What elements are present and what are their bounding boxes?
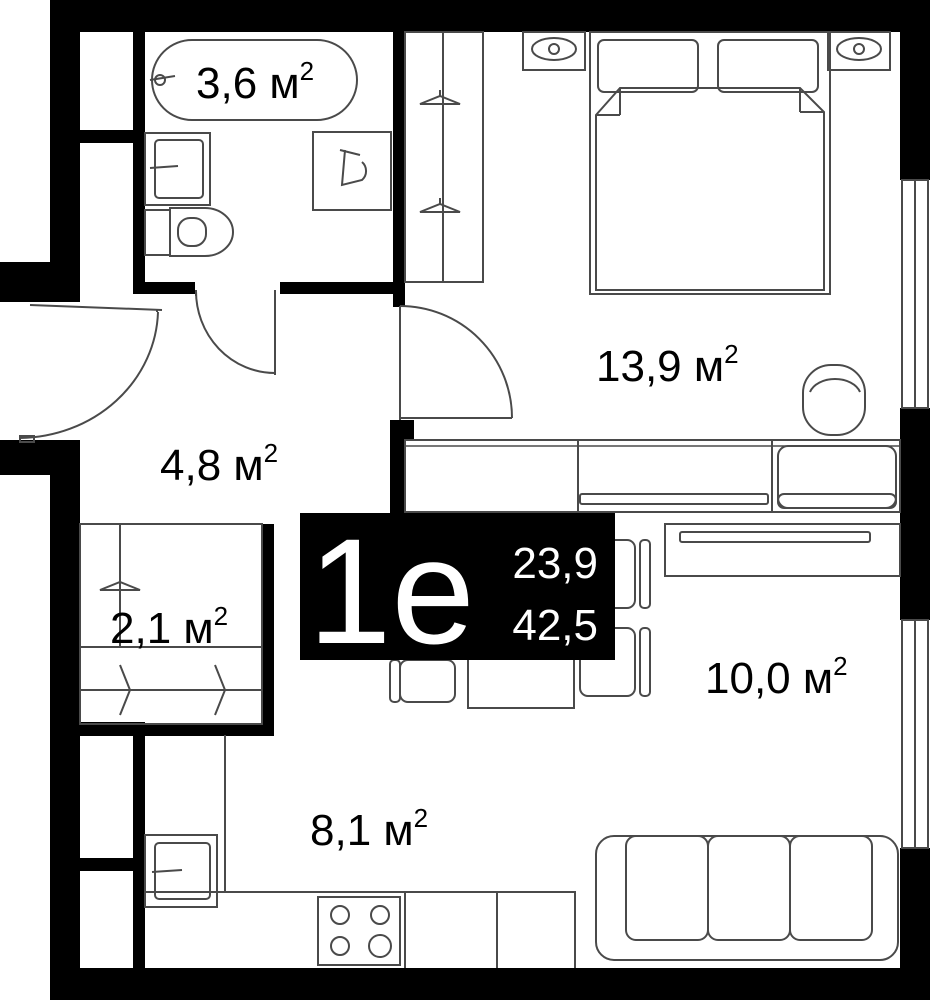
windows xyxy=(901,179,929,849)
closet-shelves-icon xyxy=(79,523,263,725)
room-area-labels: 3,6 м2 13,9 м2 4,8 м2 2,1 м2 10,0 м2 8,1… xyxy=(110,56,848,855)
sink-icon xyxy=(144,132,211,206)
toilet-icon xyxy=(144,207,234,257)
nightstand-left-icon xyxy=(522,31,586,71)
bathtub-icon xyxy=(149,39,358,121)
tv-stand-icon xyxy=(664,523,901,577)
total-area-value: 42,5 xyxy=(512,601,598,650)
room-area-kitchen: 8,1 м2 xyxy=(310,803,428,855)
room-area-living: 10,0 м2 xyxy=(705,651,848,703)
bathroom-door xyxy=(194,289,276,375)
kitchen-counter-icon xyxy=(145,735,576,968)
desk-cabinet-icon xyxy=(404,439,901,513)
entrance-door xyxy=(19,304,163,443)
wardrobe-icon xyxy=(404,31,484,283)
room-area-closet: 2,1 м2 xyxy=(110,601,228,653)
room-area-bath: 3,6 м2 xyxy=(196,56,314,108)
armchair-icon xyxy=(802,364,866,436)
apartment-type-code: 1е xyxy=(308,507,475,675)
apartment-badge: 1е 23,9 42,5 xyxy=(300,507,615,675)
kitchen-sink-icon xyxy=(144,834,218,908)
sofa-icon xyxy=(595,835,899,961)
stove-icon xyxy=(317,896,401,966)
bed-icon xyxy=(589,31,831,295)
room-area-hall: 4,8 м2 xyxy=(160,438,278,490)
living-area-value: 23,9 xyxy=(512,539,598,588)
bedroom-door xyxy=(399,305,513,420)
washing-machine-icon xyxy=(312,131,392,211)
room-area-bedroom: 13,9 м2 xyxy=(596,339,739,391)
nightstand-right-icon xyxy=(827,31,891,71)
